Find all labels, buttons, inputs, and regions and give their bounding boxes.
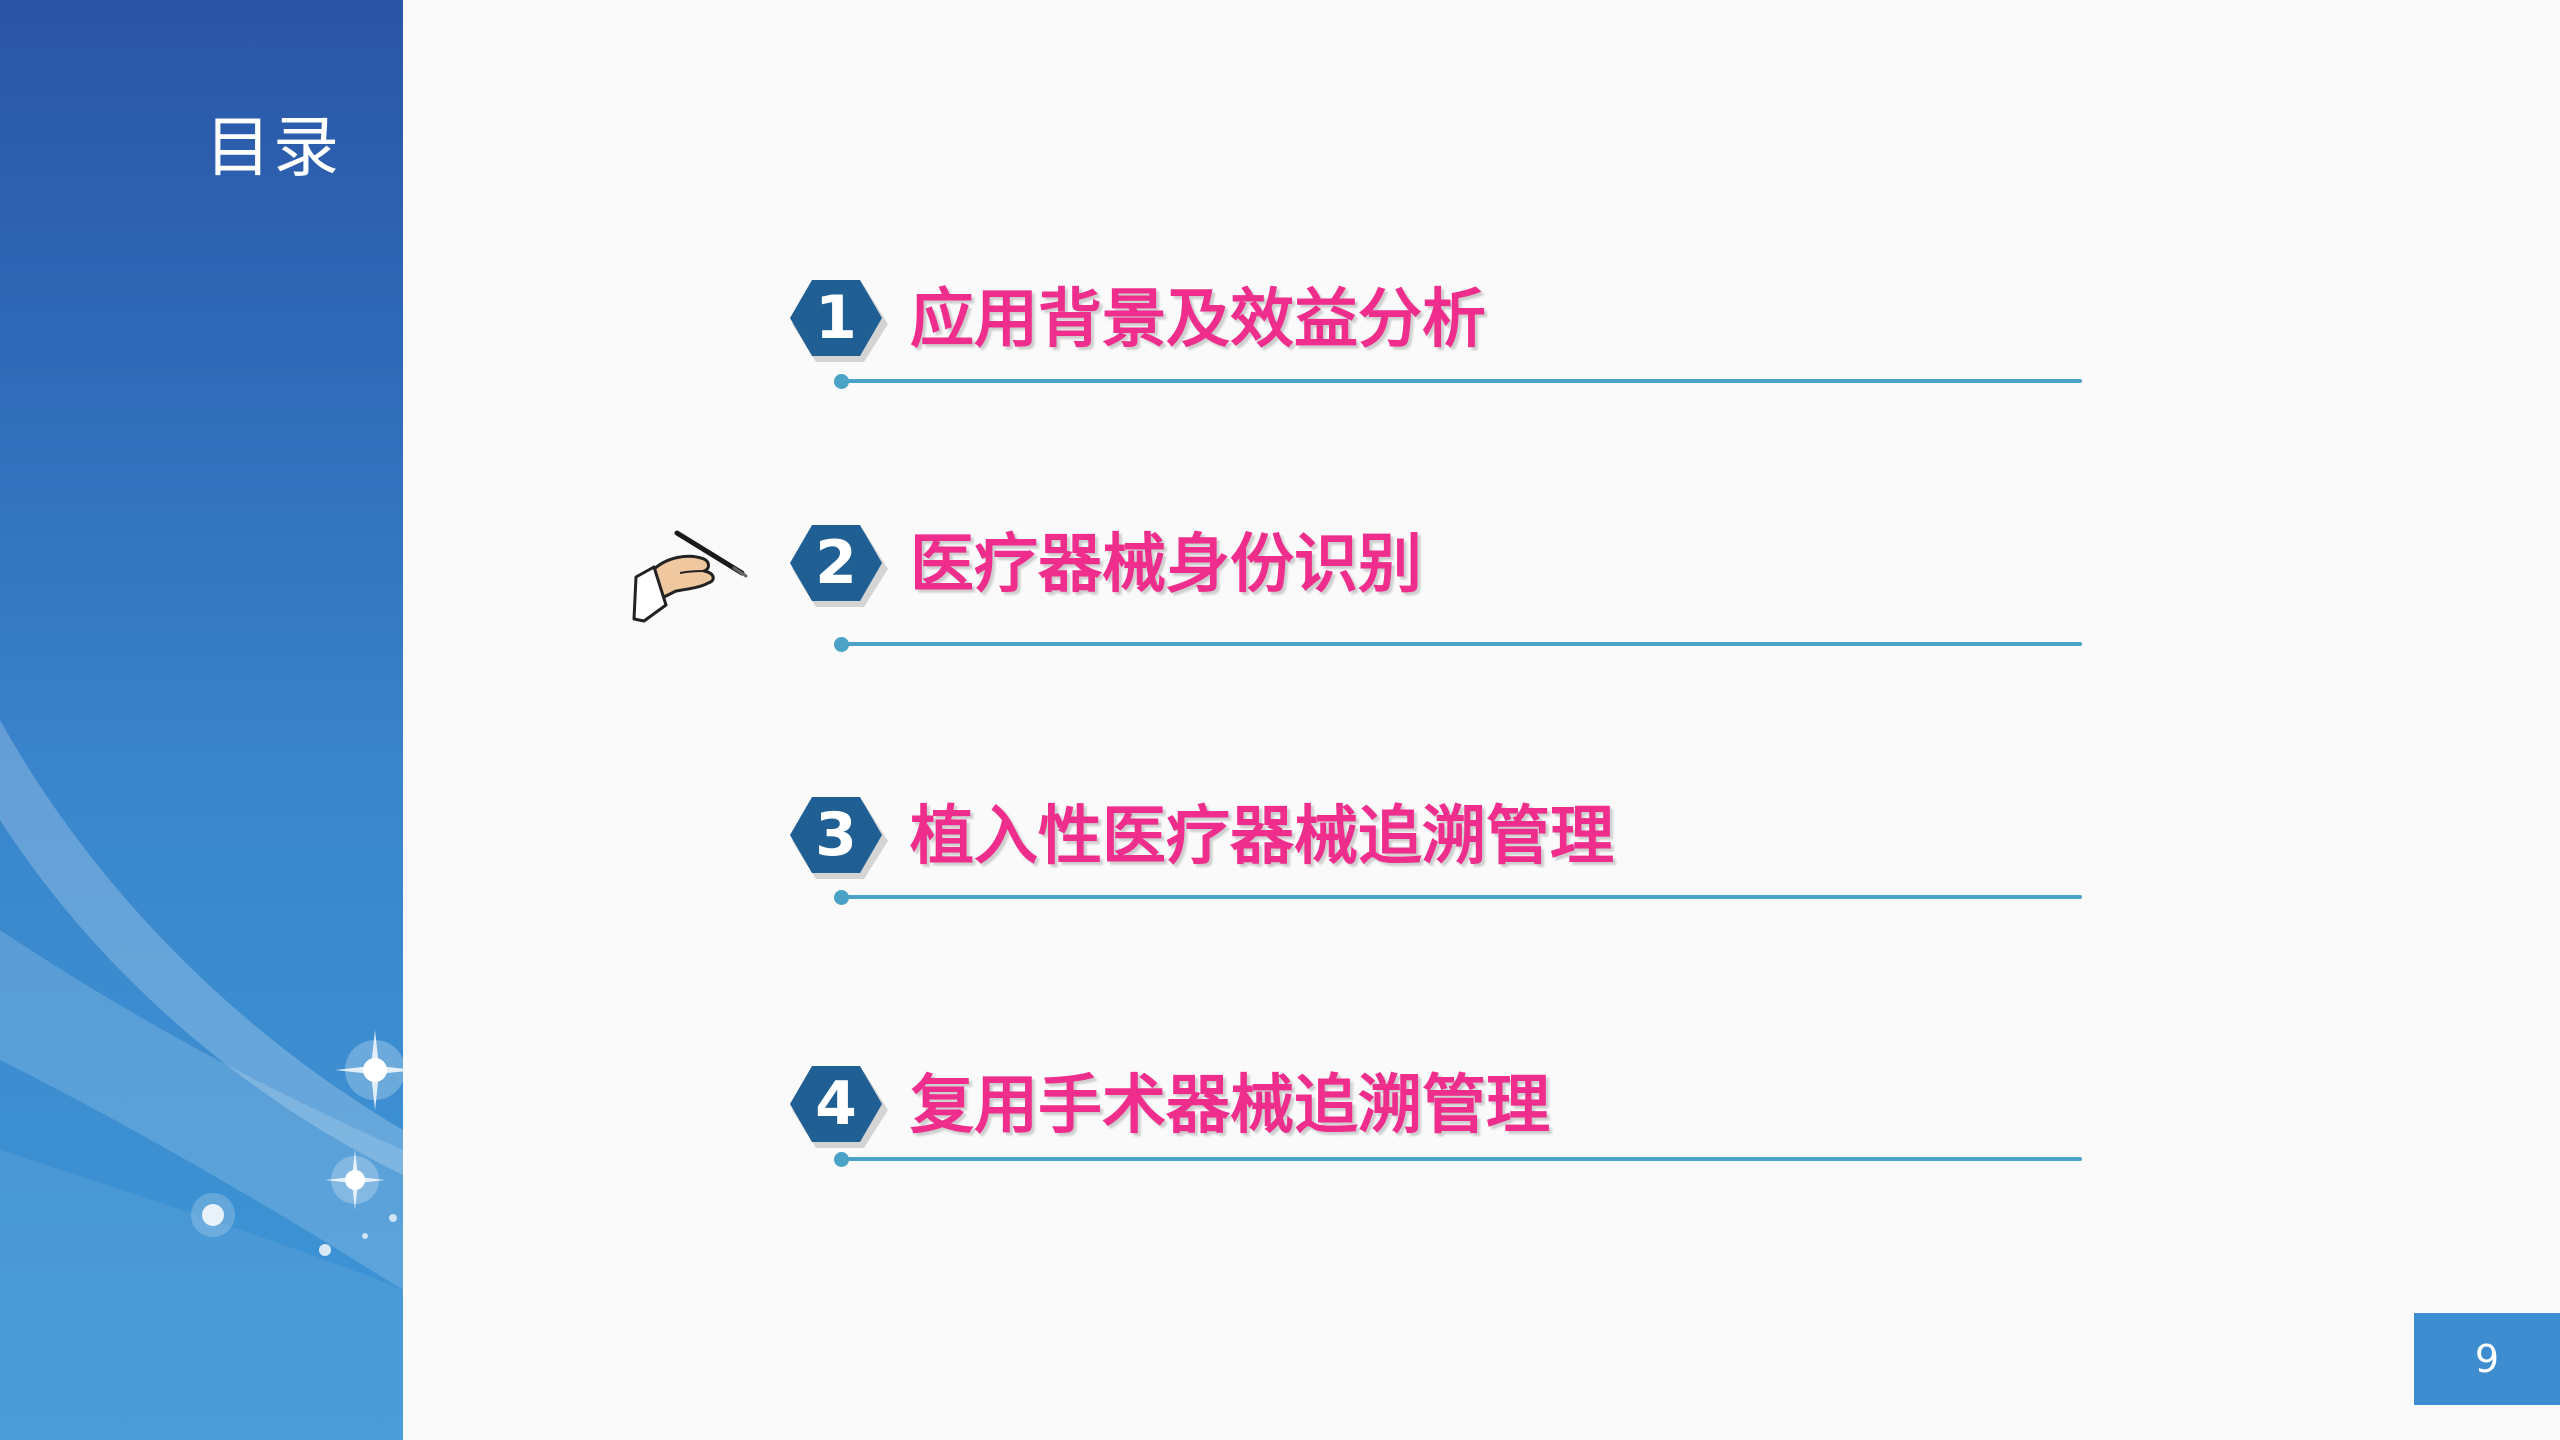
toc-item-number: 3 <box>815 800 857 870</box>
divider-dot <box>834 890 849 905</box>
page-number-badge: 9 <box>2414 1313 2560 1405</box>
hexagon-badge-icon: 2 <box>790 523 890 609</box>
toc-item-number: 4 <box>815 1069 857 1139</box>
toc-item-2-divider <box>780 637 2082 767</box>
toc-item-number: 1 <box>815 283 857 353</box>
hexagon-badge-icon: 4 <box>790 1064 890 1150</box>
sidebar-title: 目录 <box>205 109 341 186</box>
divider-line <box>838 895 2082 899</box>
toc-item-4-divider <box>780 1152 2082 1282</box>
toc-item-3[interactable]: 3 植入性医疗器械追溯管理 <box>780 795 2080 925</box>
sidebar-swoosh-decoration <box>0 720 403 1440</box>
toc-item-number: 2 <box>815 528 857 598</box>
toc-item-4[interactable]: 4 复用手术器械追溯管理 <box>780 1064 2080 1194</box>
toc-item-2[interactable]: 2 医疗器械身份识别 <box>780 523 2080 653</box>
divider-line <box>838 1157 2082 1161</box>
toc-item-3-divider <box>780 890 2082 1020</box>
hand-with-pen-icon <box>630 525 750 630</box>
divider-dot <box>834 1152 849 1167</box>
toc-item-label: 医疗器械身份识别 <box>910 528 1422 602</box>
toc-item-1[interactable]: 1 应用背景及效益分析 <box>780 278 2080 408</box>
divider-dot <box>834 374 849 389</box>
toc-item-label: 应用背景及效益分析 <box>910 283 1486 357</box>
sidebar-panel: 目录 <box>0 0 403 1440</box>
toc-item-label: 复用手术器械追溯管理 <box>910 1069 1550 1143</box>
divider-line <box>838 642 2082 646</box>
hexagon-badge-icon: 1 <box>790 278 890 364</box>
hexagon-badge-icon: 3 <box>790 795 890 881</box>
divider-line <box>838 379 2082 383</box>
page-number: 9 <box>2474 1337 2500 1381</box>
toc-item-1-divider <box>780 374 2082 504</box>
toc-item-label: 植入性医疗器械追溯管理 <box>910 800 1614 874</box>
divider-dot <box>834 637 849 652</box>
